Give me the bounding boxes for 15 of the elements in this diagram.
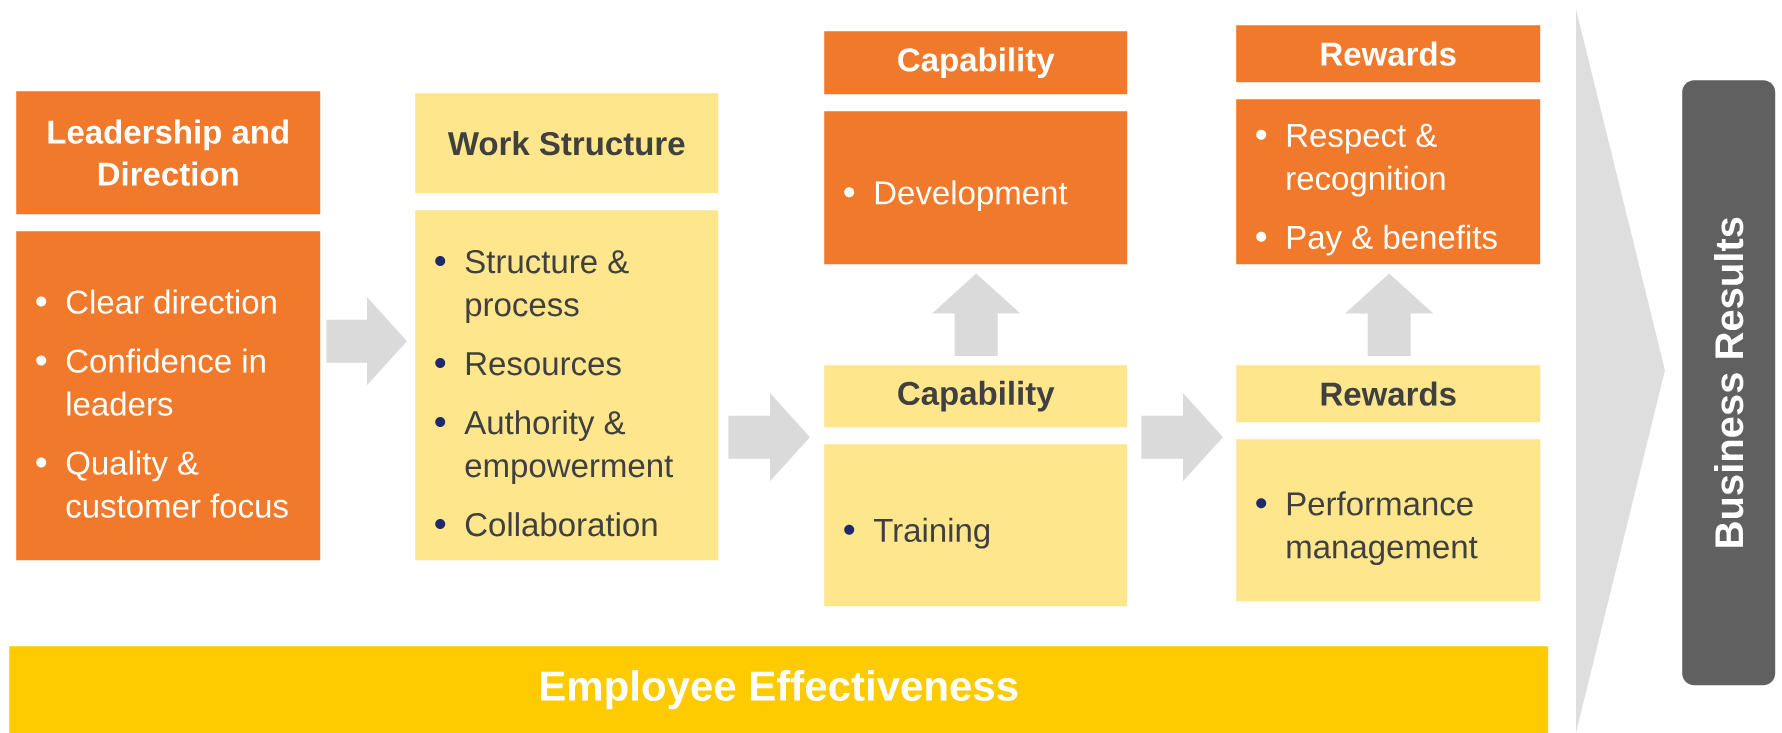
bullet-list-box: Training [824, 444, 1128, 607]
header-box: Capability [824, 31, 1128, 95]
header-box: Rewards [1236, 365, 1541, 423]
header-box: Capability [824, 365, 1128, 428]
header-box: Work Structure [415, 93, 719, 194]
bullet-list-box: Respect & recognition Pay & benefits [1236, 99, 1541, 265]
header-box: Leadership and Direction [16, 91, 321, 215]
bullet-list-box: Clear direction Confidence in leaders Quality & customer focus [16, 231, 321, 561]
bullet-list-box: Performance management [1236, 439, 1541, 602]
results-box: Business Results [1682, 80, 1776, 686]
bullet-list-box: Structure & process Resources Authority & empowerment Collaboration [415, 210, 719, 561]
header-box: Rewards [1236, 25, 1541, 83]
bullet-list-box: Development [824, 111, 1128, 265]
banner: Employee Effectiveness [9, 646, 1549, 733]
chevron-arrow [1576, 9, 1665, 733]
